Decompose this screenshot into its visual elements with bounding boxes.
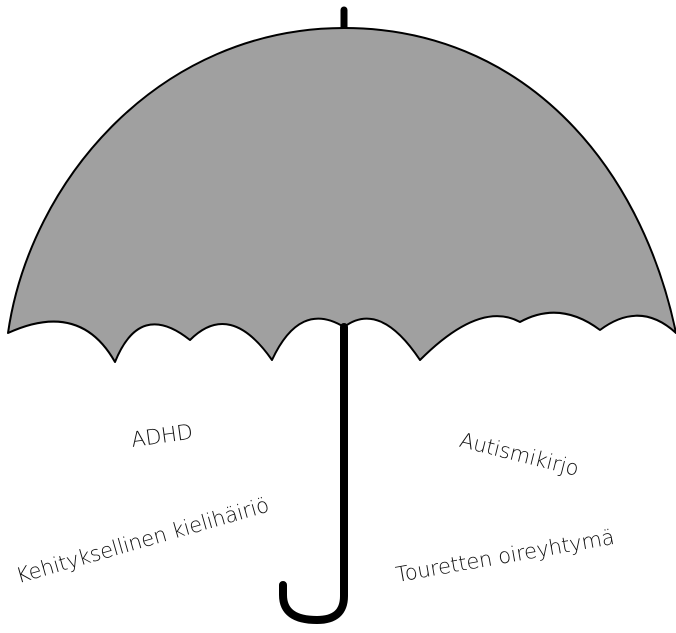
umbrella-handle [283, 327, 344, 620]
umbrella-canopy [8, 28, 676, 362]
